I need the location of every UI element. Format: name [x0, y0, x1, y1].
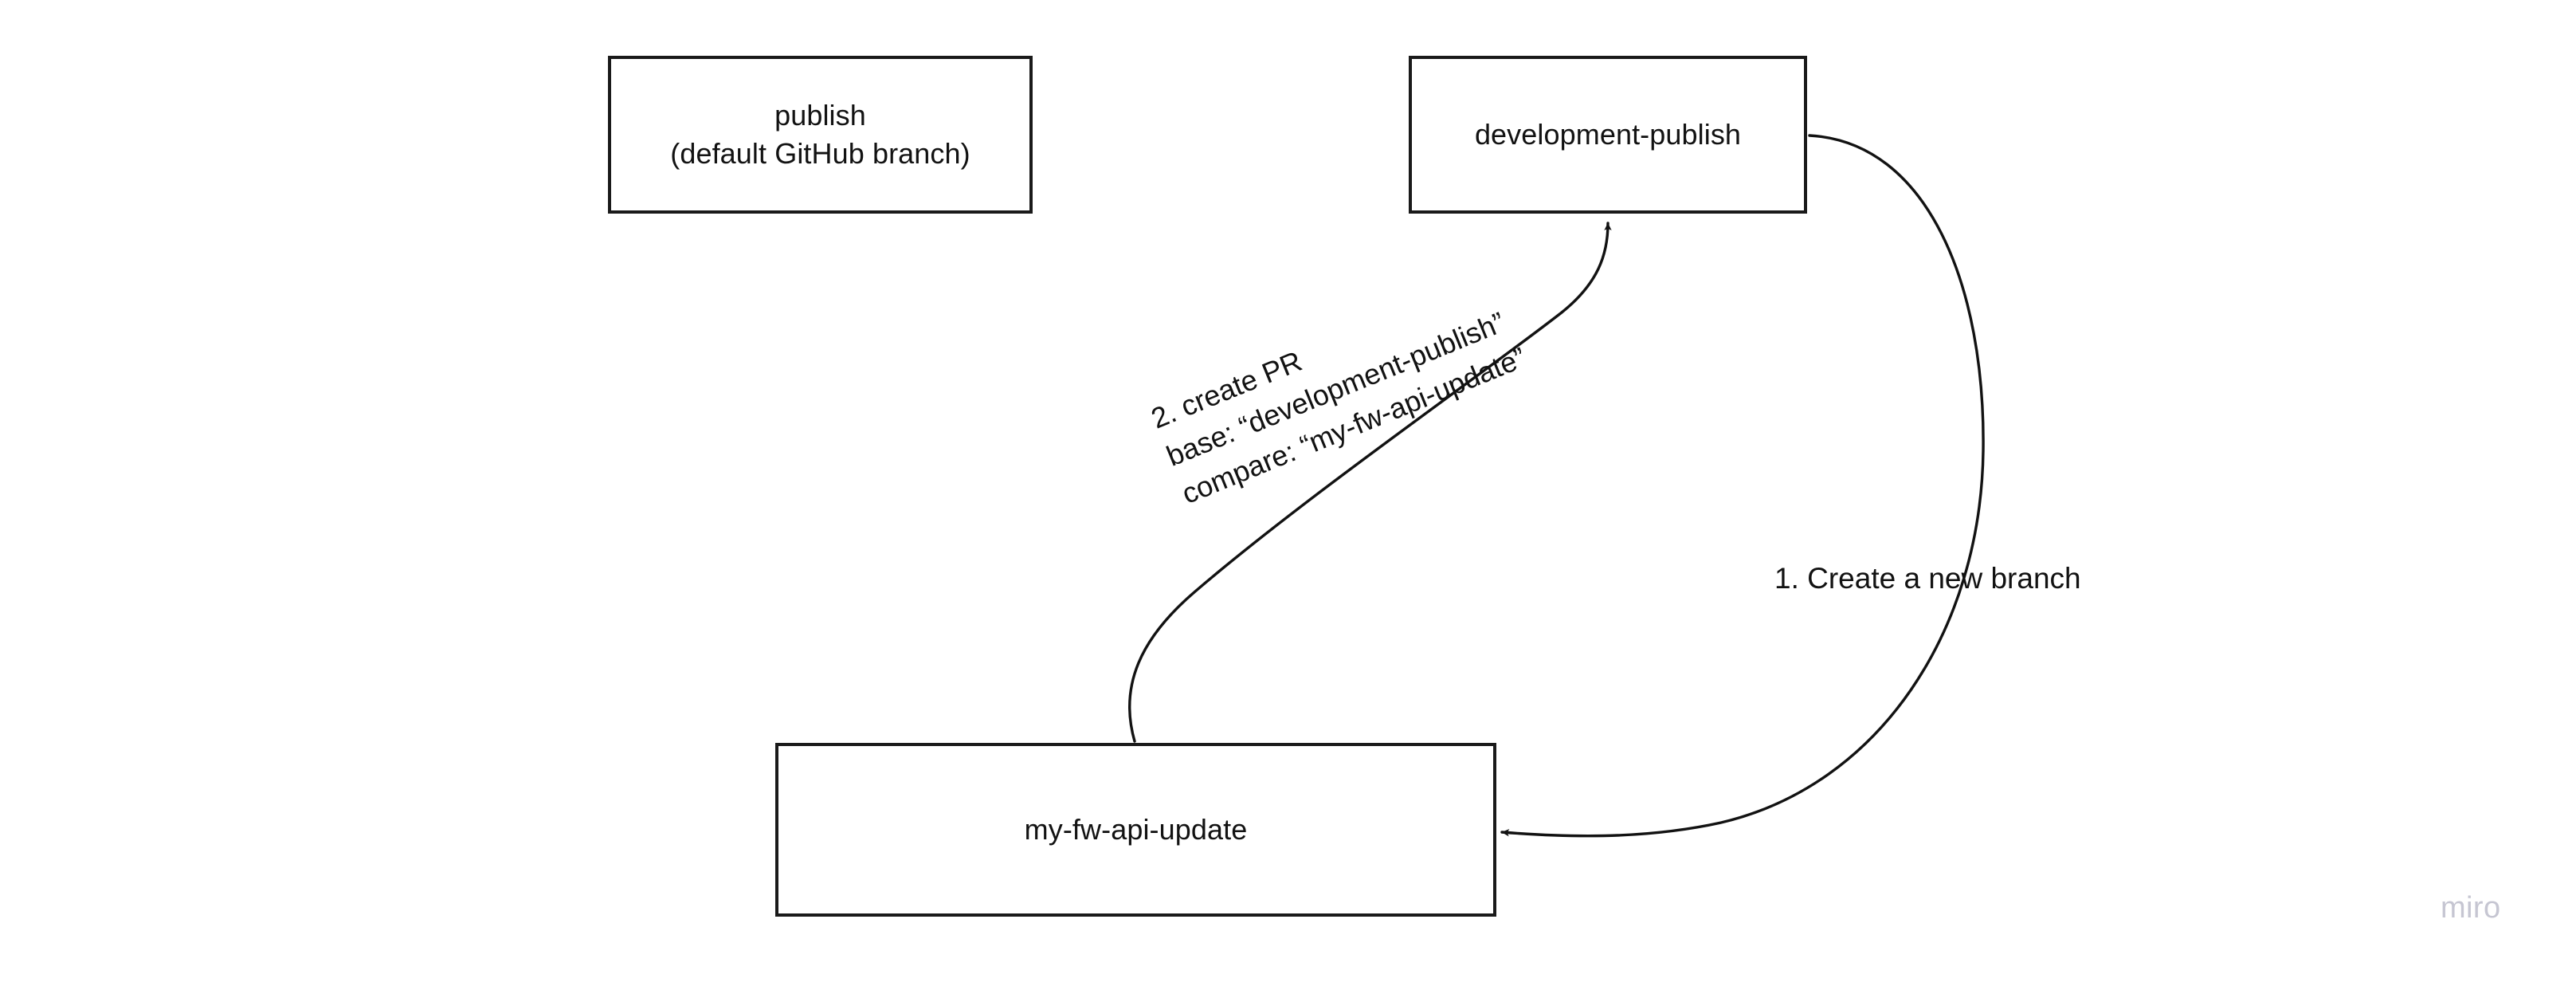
edge-path-create-branch — [1500, 134, 1985, 838]
node-development-publish[interactable]: development-publish — [1409, 56, 1807, 214]
edge-label-create-branch[interactable]: 1. Create a new branch — [1774, 562, 2081, 595]
node-my-fw-api-update-label: my-fw-api-update — [1024, 813, 1248, 847]
miro-watermark: miro — [2441, 891, 2501, 925]
node-publish-label: publish (default GitHub branch) — [670, 99, 970, 170]
node-development-publish-label: development-publish — [1474, 118, 1742, 151]
edge-label-create-pr[interactable]: 2. create PR base: “development-publish”… — [1146, 305, 1531, 511]
node-my-fw-api-update[interactable]: my-fw-api-update — [775, 743, 1496, 917]
node-publish[interactable]: publish (default GitHub branch) — [608, 56, 1033, 214]
